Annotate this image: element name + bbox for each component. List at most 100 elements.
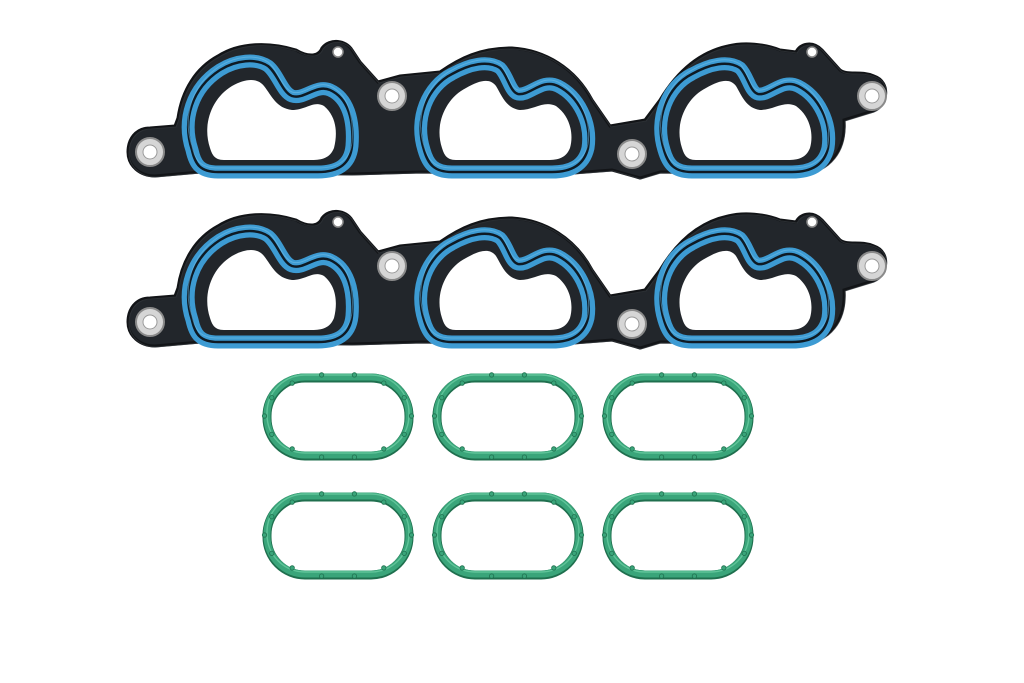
dowel-hole-icon [806,216,818,228]
seal-nub [658,573,665,579]
seal-nub [691,454,698,460]
seal-nub [459,446,465,452]
seal-nub [521,573,528,579]
seal-nub [571,550,577,556]
seal-nub [351,372,357,378]
seal-nub [629,446,635,452]
seal-nub [578,532,585,538]
seal-nub [571,514,577,520]
seal-nub [741,431,747,437]
seal-nub [408,413,415,419]
seal-nub [459,499,465,505]
seal-nub [289,499,295,505]
seal-nub [488,491,495,497]
seal-nub [521,491,528,497]
seal-nub [691,573,698,579]
port-seals [261,372,755,580]
seal-nub [439,514,445,520]
seal-nub [351,573,357,579]
seal-nub [691,372,698,378]
port-openings-bottom [207,250,812,330]
seal-nub [629,565,635,571]
seal-nub [381,499,387,505]
seal-nub [401,395,407,401]
seal-nub [381,565,387,571]
seal-nub [401,550,407,556]
port-seal-ring-icon [601,372,755,461]
port-seal-ring-icon [431,491,585,580]
seal-nub [318,372,325,378]
seal-nub [269,431,275,437]
seal-nub [439,431,445,437]
seal-nub [488,573,495,579]
seal-nub [658,454,665,460]
bolt-washer-icon [617,309,647,339]
bolt-washer-icon [617,139,647,169]
seal-nub [721,380,727,386]
seal-nub [488,454,495,460]
bolt-washers-top [135,46,887,169]
seal-nub [609,395,615,401]
port-seal-ring-icon [431,372,585,461]
seal-nub [261,413,268,419]
bolt-washer-icon [135,137,165,167]
seal-nub [578,413,585,419]
seal-nub [551,446,557,452]
seal-nub [721,565,727,571]
seal-nub [551,380,557,386]
bolt-washer-icon [377,81,407,111]
seal-nub [318,573,325,579]
seal-nub [609,550,615,556]
port-seal-ring-icon [261,491,415,580]
seal-nub [551,565,557,571]
seal-nub [609,514,615,520]
seal-nub [269,514,275,520]
bolt-washers-bottom [135,216,887,339]
seal-nub [459,565,465,571]
seal-nub [521,454,528,460]
seal-nub [408,532,415,538]
bolt-washer-icon [857,251,887,281]
seal-nub [439,395,445,401]
dowel-hole-icon [332,216,344,228]
seal-nub [629,380,635,386]
seal-nub [289,446,295,452]
seal-nub [431,532,438,538]
seal-nub [629,499,635,505]
bolt-washer-icon [857,81,887,111]
seal-nub [601,532,608,538]
port-seal-ring-icon [601,491,755,580]
bolt-washer-icon [135,307,165,337]
seal-nub [609,431,615,437]
seal-nub [381,446,387,452]
seal-nub [658,491,665,497]
dowel-hole-icon [806,46,818,58]
seal-nub [571,395,577,401]
seal-nub [318,454,325,460]
seal-nub [269,550,275,556]
port-openings-top [207,80,812,160]
seal-nub [741,550,747,556]
seal-nub [401,514,407,520]
seal-nub [381,380,387,386]
seal-nub [318,491,325,497]
bolt-washer-icon [377,251,407,281]
intake-manifold-gasket-bottom [126,209,888,350]
seal-nub [691,491,698,497]
intake-manifold-gasket-top [126,39,888,180]
seal-nub [521,372,528,378]
seal-nub [269,395,275,401]
seal-nub [439,550,445,556]
seal-nub [658,372,665,378]
seal-nub [261,532,268,538]
seal-nub [741,395,747,401]
seal-nub [748,532,755,538]
seal-nub [571,431,577,437]
seal-nub [289,380,295,386]
seal-nub [721,446,727,452]
port-seal-ring-icon [261,372,415,461]
seal-nub [601,413,608,419]
seal-nub [721,499,727,505]
seal-nub [748,413,755,419]
